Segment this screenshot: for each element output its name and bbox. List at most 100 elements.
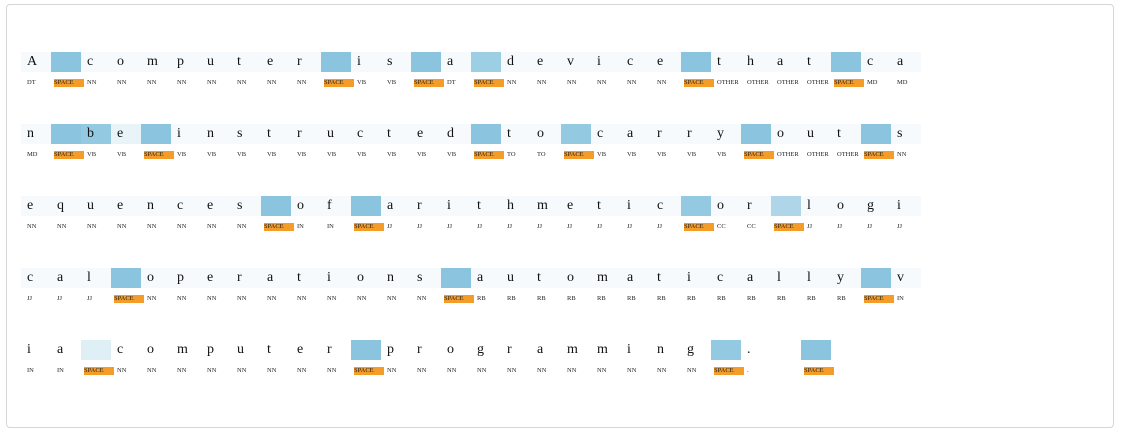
pos-tag: NN [297, 295, 307, 302]
attention-highlight [501, 52, 531, 72]
attention-highlight [441, 124, 471, 144]
attention-highlight [891, 124, 921, 144]
token-char: l [87, 270, 91, 285]
token-cell: SPACE [861, 124, 897, 169]
attention-highlight [51, 268, 81, 288]
token-char: n [657, 342, 664, 357]
token-char: o [777, 126, 784, 141]
token-char: t [267, 342, 271, 357]
pos-tag: RB [597, 295, 606, 302]
attention-highlight [201, 340, 231, 360]
token-char: l [807, 198, 811, 213]
pos-tag: VB [237, 151, 247, 158]
attention-highlight [891, 52, 921, 72]
attention-highlight [681, 124, 711, 144]
token-char: r [417, 198, 422, 213]
attention-highlight [771, 196, 801, 216]
pos-tag: NN [177, 367, 187, 374]
token-char: r [297, 54, 302, 69]
token-cell: SPACE [771, 196, 807, 241]
token-char: e [417, 126, 424, 141]
token-char: t [837, 126, 841, 141]
token-char: A [27, 54, 38, 69]
pos-tag: NN [537, 79, 547, 86]
attention-highlight [381, 340, 411, 360]
token-char: a [627, 270, 634, 285]
pos-tag: JJ [657, 223, 663, 230]
pos-tag: SPACE [774, 223, 804, 231]
attention-highlight [831, 52, 861, 72]
token-cell: SPACE [261, 196, 297, 241]
pos-tag: NN [597, 367, 607, 374]
token-cell: SPACE [681, 52, 717, 97]
pos-tag: MD [27, 151, 38, 158]
pos-tag: RB [747, 295, 756, 302]
attention-highlight [711, 340, 741, 360]
pos-tag: SPACE [684, 79, 714, 87]
token-cell: SPACE [801, 340, 837, 385]
token-char: u [327, 126, 334, 141]
pos-tag: SPACE [54, 79, 84, 87]
token-char: m [597, 342, 608, 357]
pos-tag: NN [507, 79, 517, 86]
pos-tag: SPACE [474, 151, 504, 159]
pos-tag: NN [147, 223, 157, 230]
token-char: d [447, 126, 454, 141]
attention-highlight [801, 124, 831, 144]
attention-highlight [471, 52, 501, 72]
pos-tag: SPACE [864, 295, 894, 303]
token-char: a [267, 270, 274, 285]
token-char: i [897, 198, 901, 213]
token-char: s [417, 270, 423, 285]
pos-tag: NN [117, 223, 127, 230]
token-cell: SPACE [411, 52, 447, 97]
token-char: c [867, 54, 874, 69]
token-char: r [327, 342, 332, 357]
attention-highlight [21, 340, 51, 360]
attention-highlight [651, 124, 681, 144]
pos-tag: NN [237, 223, 247, 230]
pos-tag: VB [297, 151, 307, 158]
token-cell: SPACE [471, 124, 507, 169]
token-char: t [477, 198, 481, 213]
pos-tag: RB [777, 295, 786, 302]
token-char: i [447, 198, 451, 213]
attention-highlight [351, 124, 381, 144]
attention-highlight [561, 268, 591, 288]
attention-highlight [291, 124, 321, 144]
pos-tag: OTHER [717, 79, 739, 86]
pos-tag: IN [57, 367, 64, 374]
token-char: c [87, 54, 94, 69]
attention-highlight [861, 52, 891, 72]
pos-tag: JJ [567, 223, 573, 230]
pos-tag: JJ [417, 223, 423, 230]
attention-highlight [351, 268, 381, 288]
token-cell: SPACE [741, 124, 777, 169]
attention-highlight [411, 268, 441, 288]
